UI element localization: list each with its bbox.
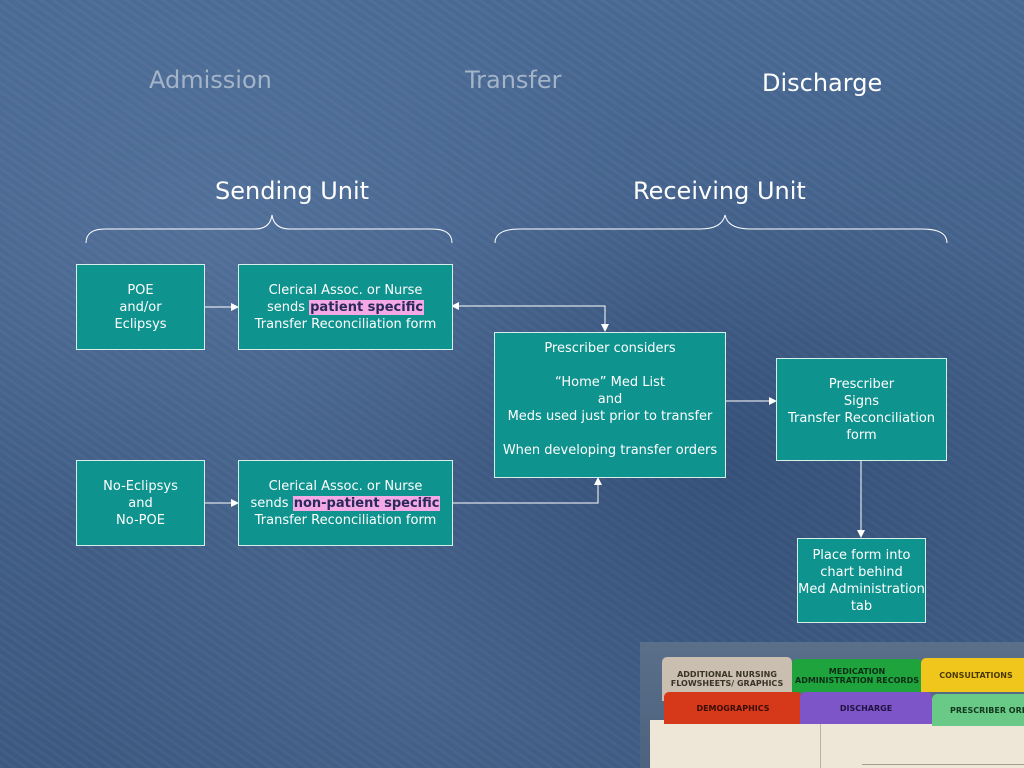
box-prescriber-considers: Prescriber considers “Home” Med List and… — [494, 332, 726, 478]
tab-med-administration: MEDICATION ADMINISTRATION RECORDS — [792, 659, 922, 693]
sending-unit-label: Sending Unit — [215, 177, 370, 205]
sends-word: sends — [266, 299, 305, 315]
box-place-line: tab — [850, 598, 873, 614]
arrow-clerical-to-prescriber — [451, 302, 609, 332]
box-place-form: Place form into chart behind Med Adminis… — [797, 538, 926, 623]
box-signs-line: Prescriber — [828, 376, 895, 392]
tab-prescriber-orders: PRESCRIBER ORDERS — [932, 694, 1024, 726]
chart-paper-divider — [820, 724, 821, 768]
box-clerical-sends-line: sends patient specific — [266, 299, 425, 316]
box-no-eclipsys-line: No-Eclipsys — [103, 478, 178, 494]
chart-paper — [650, 720, 1024, 768]
tab-demographics: DEMOGRAPHICS — [664, 692, 802, 724]
sending-unit-brace — [85, 214, 453, 244]
box-no-eclipsys: No-Eclipsys and No-POE — [76, 460, 205, 546]
box-place-line: Med Administration — [798, 581, 925, 597]
box-considers-line: Meds used just prior to transfer — [507, 409, 713, 424]
box-signs-line: form — [846, 427, 877, 443]
highlight-patient-specific: patient specific — [309, 299, 425, 315]
box-no-eclipsys-line: and — [128, 495, 153, 511]
box-signs-line: Transfer Reconciliation — [787, 410, 936, 426]
box-clerical-sends-line: sends non-patient specific — [251, 495, 441, 512]
box-considers-line: and — [597, 392, 623, 407]
receiving-unit-brace — [494, 214, 948, 244]
nav-transfer: Transfer — [465, 66, 562, 94]
tab-discharge: DISCHARGE — [800, 692, 932, 724]
box-no-eclipsys-line: No-POE — [116, 512, 165, 528]
box-clerical-line: Clerical Assoc. or Nurse — [268, 282, 423, 298]
tab-consultations: CONSULTATIONS — [921, 658, 1024, 692]
receiving-unit-label: Receiving Unit — [633, 177, 806, 205]
box-clerical-line: Transfer Reconciliation form — [254, 512, 437, 528]
box-poe-line: Eclipsys — [114, 316, 167, 332]
box-poe: POE and/or Eclipsys — [76, 264, 205, 350]
box-poe-line: POE — [127, 282, 154, 298]
chart-tabs-photo: ADDITIONAL NURSING FLOWSHEETS/ GRAPHICS … — [640, 642, 1024, 768]
box-signs-line: Signs — [843, 393, 880, 409]
nav-discharge: Discharge — [762, 69, 883, 97]
box-clerical-line: Clerical Assoc. or Nurse — [268, 478, 423, 494]
arrow-nonspecific-to-prescriber — [452, 477, 602, 504]
box-place-line: chart behind — [820, 564, 903, 580]
nav-admission: Admission — [149, 66, 272, 94]
box-clerical-line: Transfer Reconciliation form — [254, 316, 437, 332]
box-considers-line: “Home” Med List — [555, 375, 665, 390]
chart-paper-edge — [862, 764, 1024, 765]
box-prescriber-signs: Prescriber Signs Transfer Reconciliation… — [776, 358, 947, 461]
box-clerical-non-patient-specific: Clerical Assoc. or Nurse sends non-patie… — [238, 460, 453, 546]
highlight-non-patient-specific: non-patient specific — [292, 495, 441, 511]
box-place-line: Place form into — [812, 547, 911, 563]
box-poe-line: and/or — [119, 299, 162, 315]
sends-word: sends — [250, 495, 289, 511]
box-considers-line: Prescriber considers — [544, 341, 676, 356]
box-considers-line: When developing transfer orders — [502, 443, 718, 458]
box-clerical-patient-specific: Clerical Assoc. or Nurse sends patient s… — [238, 264, 453, 350]
